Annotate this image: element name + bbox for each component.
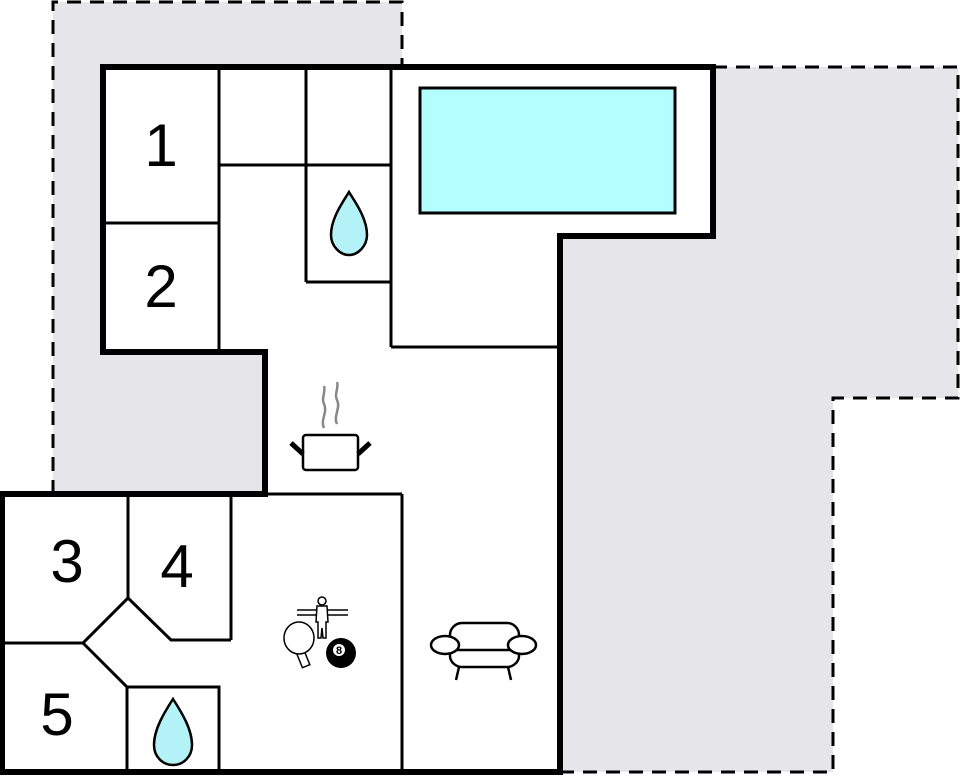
svg-text:8: 8 [336, 645, 342, 657]
building [0, 64, 716, 775]
room-label-4: 4 [160, 533, 193, 600]
room-label-3: 3 [50, 528, 83, 595]
foosball-player-icon [297, 596, 348, 639]
room-label-5: 5 [40, 681, 73, 748]
sofa-icon [429, 621, 538, 681]
room-label-2: 2 [144, 253, 177, 320]
cooking-pot-icon [289, 381, 372, 472]
water-drop-icon [152, 696, 194, 767]
billiard-ball-icon: 8 [326, 638, 356, 668]
interior-walls [2, 67, 560, 772]
water-drop-icon [329, 189, 369, 257]
table-tennis-paddle-icon [283, 621, 315, 669]
exterior-walls [0, 64, 716, 775]
swimming-pool [418, 86, 677, 215]
outdoor-area-right [560, 65, 960, 774]
room-label-1: 1 [144, 112, 177, 179]
